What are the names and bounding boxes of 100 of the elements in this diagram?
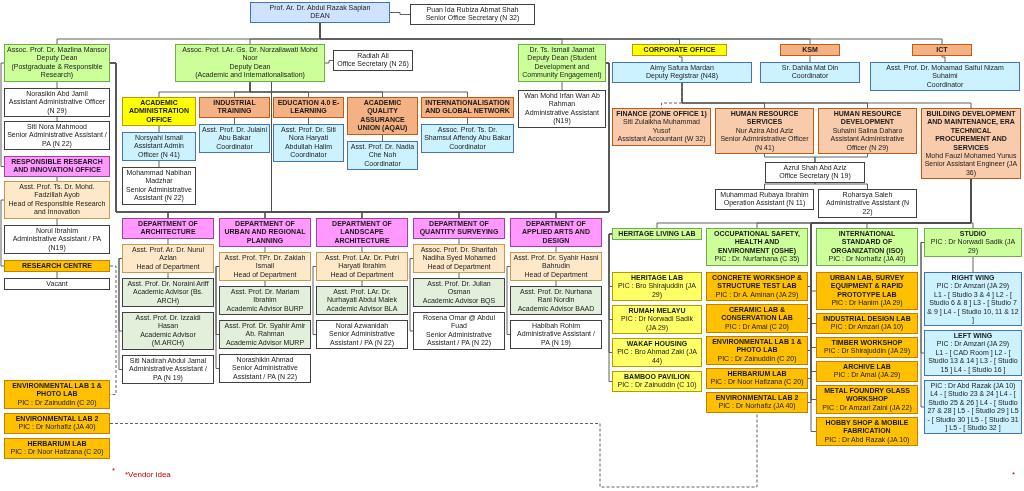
org-box [612,62,752,83]
org-box [816,417,918,447]
org-box [347,141,418,171]
connector-line [814,182,868,190]
connector-line [467,117,468,125]
note-text: *Vendor idea [125,470,171,479]
org-box [612,338,702,368]
connector-line [56,116,58,122]
org-box [316,320,408,350]
org-box [4,278,110,291]
connector-line [389,12,411,15]
org-box [816,313,918,334]
org-box [760,62,860,83]
connector-line [56,271,58,279]
org-box [4,156,110,177]
org-box [706,272,808,302]
connector-line [458,238,460,245]
org-box [4,44,110,82]
org-box [706,304,808,334]
connector-line [0,62,5,167]
connector-line [972,256,974,273]
org-box [715,189,814,210]
connector-line [920,242,925,408]
connector-line [361,246,363,253]
org-box [122,244,214,274]
org-box [122,132,196,162]
connector-line [361,280,363,287]
connector-line [56,218,58,226]
org-box [4,88,110,118]
org-box [924,380,1022,435]
dashed-connector [109,412,758,488]
org-box [4,260,110,273]
org-box [122,355,214,385]
org-box [780,44,840,57]
org-box [816,228,918,266]
connector-line [308,117,309,125]
org-box [4,438,110,459]
connector-line [0,199,5,267]
org-box [219,252,311,282]
connector-line [158,160,160,168]
org-box [122,278,214,308]
org-box [924,228,1022,258]
org-box [410,4,535,25]
org-box [4,413,110,434]
connector-line [382,134,383,142]
org-box [612,108,711,146]
connector-line [167,272,169,279]
connector-line [118,258,123,370]
org-box [413,312,505,350]
org-box [250,2,390,23]
org-box [219,320,311,350]
org-box [122,167,196,205]
org-box [413,244,505,274]
connector-line [561,81,563,91]
org-box [4,121,110,151]
connector-line [56,81,58,89]
connector-line [814,153,868,163]
org-box [122,312,214,350]
connector-line [249,81,468,98]
connector-line [409,258,414,332]
note-text: * [1012,470,1016,479]
connector-line [555,280,557,287]
org-box [273,124,344,162]
org-box [818,189,917,219]
org-box [518,44,606,82]
connector-line [764,182,816,190]
connector-line [167,238,169,245]
org-box [816,337,918,358]
connector-line [264,280,266,287]
org-box [316,252,408,282]
connector-line [264,246,266,253]
org-box [706,368,808,389]
org-box [765,162,865,183]
org-box [870,62,1020,92]
org-box [816,272,918,310]
org-box [510,320,602,350]
org-box [219,286,311,316]
org-box [612,272,702,302]
org-box [4,380,110,410]
org-box [122,218,214,239]
connector-line [56,176,58,182]
connector-line [608,233,613,382]
org-box [4,225,110,255]
connector-line [809,55,811,63]
connector-line [506,266,511,335]
org-box [818,108,917,155]
connector-line [234,117,235,125]
org-box [921,108,1021,180]
org-box [924,272,1022,327]
org-box [612,228,702,241]
org-box [706,336,808,366]
connector-line [555,246,557,253]
connector-line [458,272,460,279]
org-box [924,330,1022,377]
org-box [912,44,972,57]
org-box [219,354,311,384]
connector-line [215,266,220,369]
org-box [816,385,918,415]
connector-line [312,266,317,335]
org-box [413,218,505,239]
